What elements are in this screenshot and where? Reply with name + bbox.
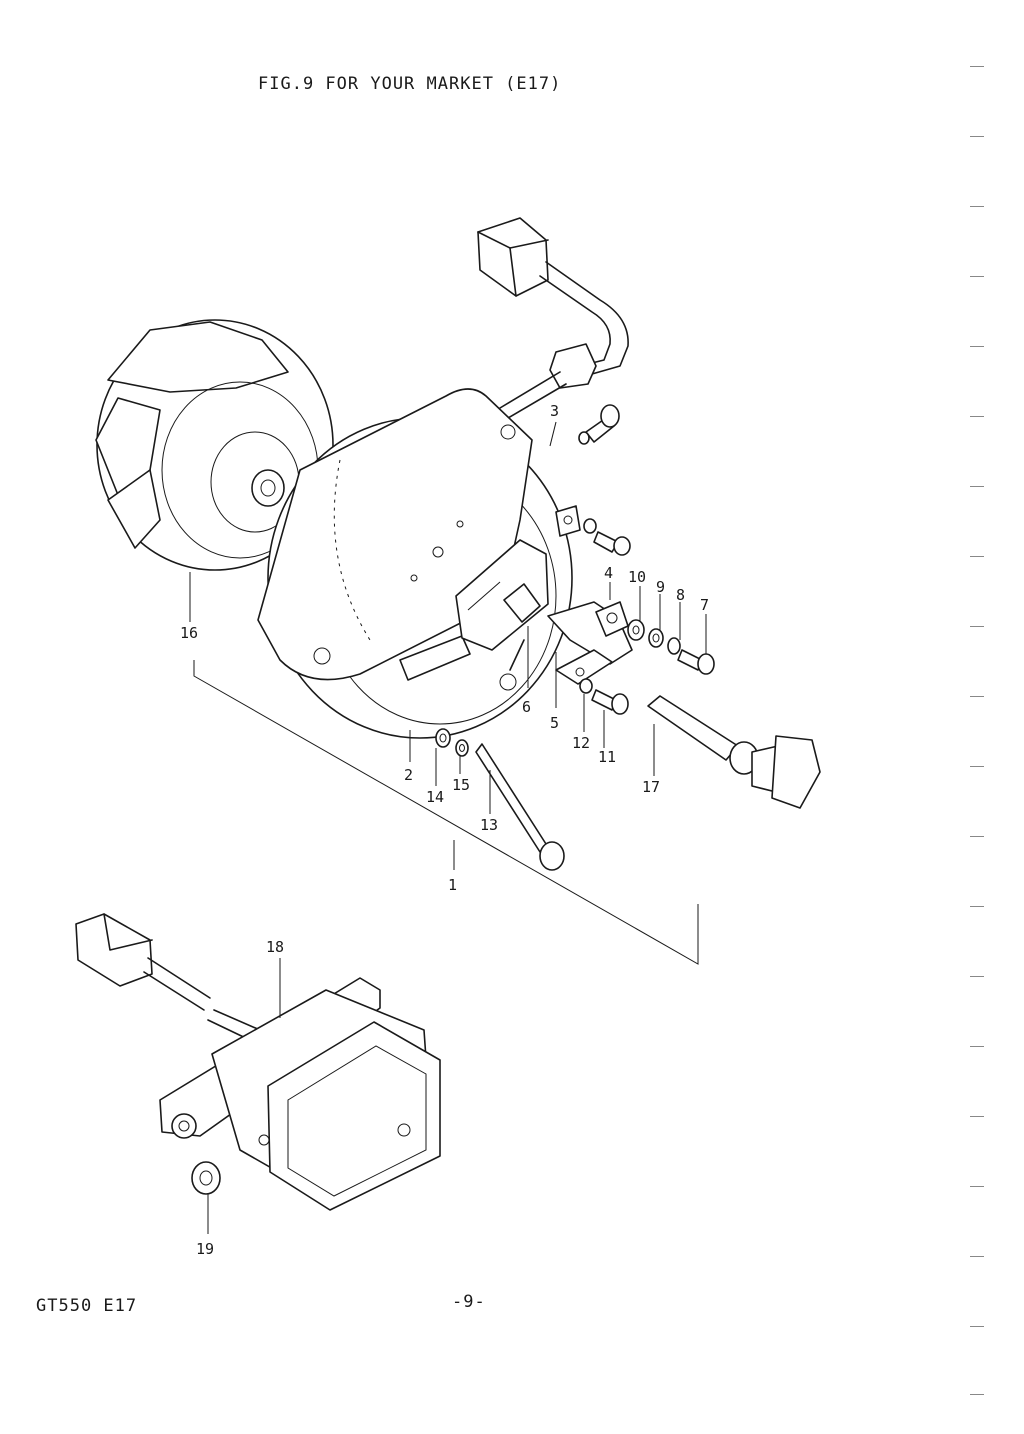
margin-mark [970,416,984,417]
callout-17: 17 [642,778,660,796]
margin-mark [970,1046,984,1047]
margin-mark [970,136,984,137]
margin-mark [970,276,984,277]
callout-15: 15 [452,776,470,794]
footer-page-number: -9- [452,1292,486,1312]
assembly-bracket-part-1 [193,660,699,965]
callout-3: 3 [550,402,559,420]
callout-10: 10 [628,568,646,586]
margin-mark [970,976,984,977]
margin-mark [970,1186,984,1187]
margin-mark [970,906,984,907]
leader-lines [189,421,707,1234]
callout-14: 14 [426,788,444,806]
margin-mark [970,66,984,67]
bolt-part-13 [475,743,565,871]
callout-16: 16 [180,624,198,642]
washer-part-14 [435,728,451,748]
connector-plug-bottom [75,913,261,1043]
margin-mark [970,486,984,487]
lockwasher-part-8 [667,637,681,655]
callout-12: 12 [572,734,590,752]
connector-plug-top [477,217,629,375]
figure-title: FIG.9 FOR YOUR MARKET (E17) [258,74,562,94]
margin-mark [970,556,984,557]
washer-part-15 [455,739,469,757]
washer-part-19 [191,1161,221,1195]
screw-part-3 [578,404,620,445]
margin-mark [970,1326,984,1327]
margin-mark [970,836,984,837]
brush-holder-part-6 [455,539,549,651]
margin-mark [970,626,984,627]
margin-mark [970,1116,984,1117]
bolt-part-17 [647,695,821,809]
screw-part-7 [677,649,715,675]
callout-labels: 1 2 3 4 5 6 7 8 9 10 11 12 13 14 15 16 1… [180,402,709,1258]
washer-part-10 [627,619,645,641]
washer-part-12 [579,678,593,694]
margin-mark [970,1256,984,1257]
callout-7: 7 [700,596,709,614]
margin-mark [970,696,984,697]
callout-13: 13 [480,816,498,834]
margin-mark [970,346,984,347]
margin-mark [970,766,984,767]
terminal-screw-group [555,505,631,556]
callout-4: 4 [604,564,613,582]
cable-grommet [499,343,597,419]
callout-18: 18 [266,938,284,956]
screw-part-11 [591,689,629,715]
footer-model-code: GT550 E17 [36,1296,138,1316]
callout-8: 8 [676,586,685,604]
callout-2: 2 [404,766,413,784]
callout-6: 6 [522,698,531,716]
callout-9: 9 [656,578,665,596]
callout-5: 5 [550,714,559,732]
margin-mark [970,206,984,207]
washer-part-9 [648,628,664,648]
callout-1: 1 [448,876,457,894]
margin-mark [970,1394,984,1395]
callout-11: 11 [598,748,616,766]
callout-19: 19 [196,1240,214,1258]
regulator-part-18 [159,977,441,1211]
